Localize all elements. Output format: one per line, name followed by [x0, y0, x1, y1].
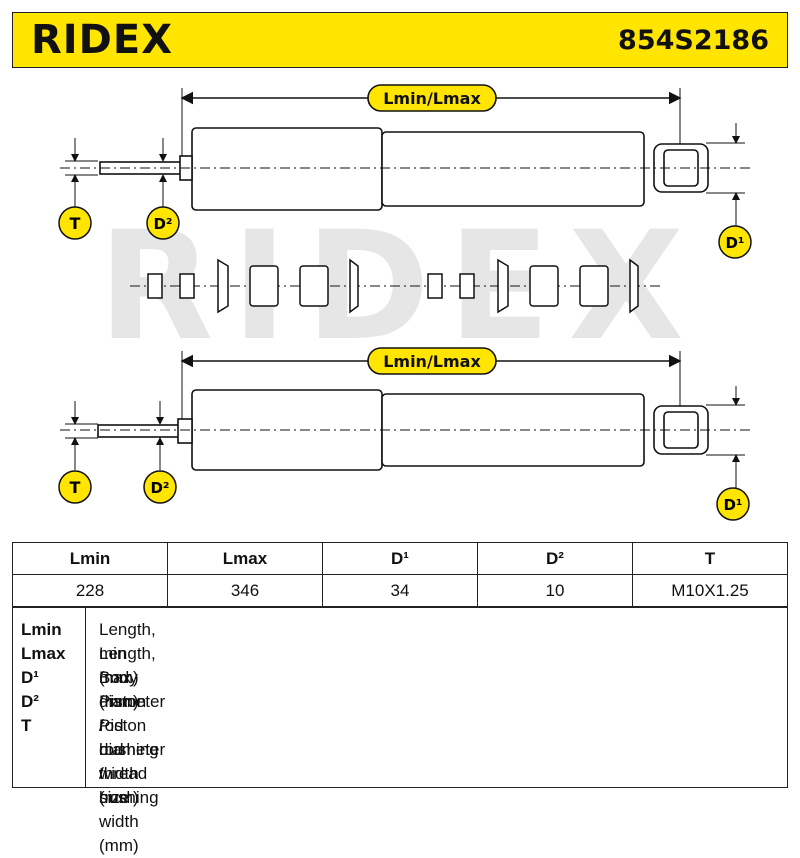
brand-logo: RIDEX — [31, 17, 174, 63]
spec-value-d2: 10 — [477, 574, 633, 607]
legend-divider — [85, 608, 86, 787]
washer — [497, 258, 509, 314]
legend-key: Lmax — [21, 644, 66, 663]
spec-header-t: T — [632, 542, 788, 575]
legend-desc: Body diameter / bushing width (mm) — [99, 668, 166, 807]
spec-table: Lmin Lmax D¹ D² T 228 346 34 10 M10X1.25 — [12, 542, 788, 607]
spec-value-d1: 34 — [322, 574, 478, 607]
shock-absorber-top — [60, 84, 750, 226]
spec-value-lmax: 346 — [167, 574, 323, 607]
nut — [147, 273, 163, 299]
header-bar: RIDEX 854S2186 — [12, 12, 788, 68]
legend-key: D¹ — [21, 668, 39, 687]
spec-value-row: 228 346 34 10 M10X1.25 — [12, 574, 788, 607]
badge-d1-top-label: D¹ — [725, 234, 744, 252]
spec-header-lmax: Lmax — [167, 542, 323, 575]
rubber-bushing — [249, 265, 279, 307]
spec-header-lmin: Lmin — [12, 542, 168, 575]
legend-key: T — [21, 716, 32, 735]
piston-rod-bottom — [97, 424, 183, 438]
shock-absorber-bottom — [60, 347, 750, 488]
legend: Lmin Length, min (mm) Lmax Length, max (… — [12, 607, 788, 855]
rubber-bushing — [529, 265, 559, 307]
spec-header-row: Lmin Lmax D¹ D² T — [12, 542, 788, 575]
part-number: 854S2186 — [618, 25, 769, 56]
rubber-bushing — [299, 265, 329, 307]
badge-d2-top-label: D² — [153, 215, 172, 233]
legend-desc: Length, min (mm) — [99, 620, 156, 687]
spec-value-lmin: 228 — [12, 574, 168, 607]
badge-d2-top: D² — [146, 206, 180, 240]
badge-d2-bottom-label: D² — [150, 479, 169, 497]
legend-desc: Length, max (mm) — [99, 644, 156, 711]
badge-t-bottom: T — [58, 470, 92, 504]
legend-item: Lmin Length, min (mm) — [21, 618, 156, 687]
legend-item: D² Piston rod diameter / bushing width (… — [21, 690, 165, 855]
legend-item: T Piston rod thread size — [21, 714, 147, 807]
badge-d1-top: D¹ — [718, 225, 752, 259]
nut — [427, 273, 443, 299]
legend-item: Lmax Length, max (mm) — [21, 642, 156, 711]
legend-key: D² — [21, 692, 39, 711]
lower-body-top — [381, 131, 645, 207]
dim-label-box-top — [367, 84, 497, 112]
dimension-label-top: Lmin/Lmax — [383, 89, 481, 108]
dim-label-box-bottom — [367, 347, 497, 375]
nut — [179, 273, 195, 299]
badge-d2-bottom: D² — [143, 470, 177, 504]
spec-header-d1: D¹ — [322, 542, 478, 575]
legend-item: D¹ Body diameter / bushing width (mm) — [21, 666, 165, 807]
rubber-bushing — [579, 265, 609, 307]
legend-desc: Piston rod thread size — [99, 716, 148, 807]
spec-value-t: M10X1.25 — [632, 574, 788, 607]
badge-d1-bottom: D¹ — [716, 487, 750, 521]
washer — [217, 258, 229, 314]
nut — [459, 273, 475, 299]
badge-t-bottom-label: T — [70, 478, 81, 497]
shock-absorber-diagram: RIDEX — [58, 84, 752, 521]
spec-header-d2: D² — [477, 542, 633, 575]
badge-t-top: T — [58, 206, 92, 240]
badge-d1-bottom-label: D¹ — [723, 496, 742, 514]
washer — [629, 258, 639, 314]
dimension-label-bottom: Lmin/Lmax — [383, 352, 481, 371]
badge-t-top-label: T — [70, 214, 81, 233]
mounting-kit — [130, 258, 660, 314]
washer — [349, 258, 359, 314]
legend-key: Lmin — [21, 620, 62, 639]
upper-body-top — [191, 127, 383, 211]
